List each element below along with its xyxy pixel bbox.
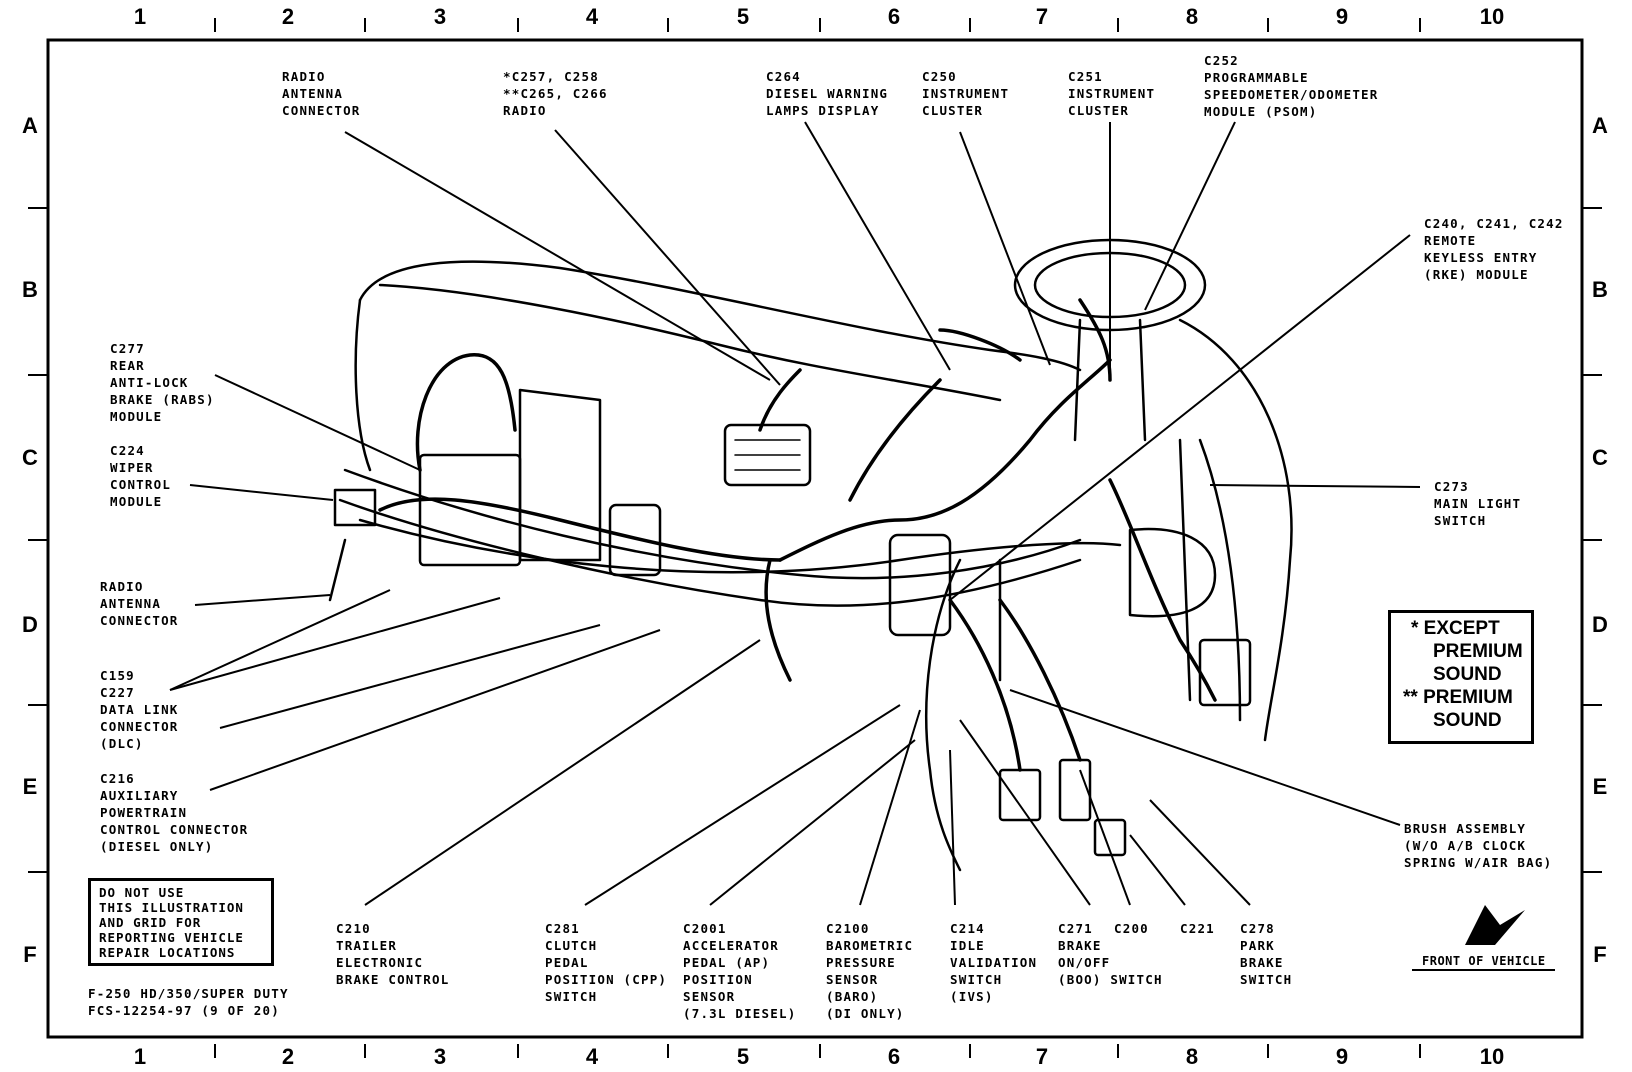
grid-row-e-right: E	[1592, 774, 1608, 799]
grid-col-9-top: 9	[1335, 4, 1349, 29]
grid-col-3-top: 3	[433, 4, 447, 29]
diagram-frame	[46, 38, 1584, 1039]
grid-col-8-top: 8	[1185, 4, 1199, 29]
legend-line-2: PREMIUM	[1433, 641, 1523, 662]
callout-c200: C200	[1114, 921, 1149, 936]
legend-line-1: * EXCEPT	[1411, 618, 1500, 639]
legend-line-3: SOUND	[1433, 664, 1502, 685]
grid-col-5-bottom: 5	[736, 1044, 750, 1069]
legend-line-4: ** PREMIUM	[1403, 687, 1513, 708]
grid-row-d-left: D	[22, 612, 38, 637]
grid-ticks	[28, 18, 1602, 1058]
legend-box: * EXCEPT PREMIUM SOUND ** PREMIUM SOUND	[1388, 610, 1534, 744]
grid-col-4-top: 4	[585, 4, 599, 29]
legend-line-5: SOUND	[1433, 710, 1502, 731]
grid-col-2-top: 2	[281, 4, 295, 29]
grid-col-7-bottom: 7	[1035, 1044, 1049, 1069]
grid-row-f-left: F	[23, 942, 37, 967]
front-of-vehicle-arrow	[1465, 905, 1525, 945]
dashboard-outline	[328, 238, 1293, 872]
grid-col-10-top: 10	[1479, 4, 1505, 29]
grid-col-6-bottom: 6	[887, 1044, 901, 1069]
grid-col-6-top: 6	[887, 4, 901, 29]
grid-col-1-bottom: 1	[133, 1044, 147, 1069]
callout-c221: C221	[1180, 921, 1215, 936]
grid-row-a-left: A	[22, 113, 38, 138]
grid-row-b-left: B	[22, 277, 38, 302]
leader-lines	[169, 121, 1421, 906]
grid-col-7-top: 7	[1035, 4, 1049, 29]
grid-col-10-bottom: 10	[1479, 1044, 1505, 1069]
front-of-vehicle-label: FRONT OF VEHICLE	[1422, 954, 1546, 968]
grid-row-c-right: C	[1592, 445, 1608, 470]
grid-row-d-right: D	[1592, 612, 1608, 637]
grid-row-e-left: E	[22, 774, 38, 799]
grid-col-1-top: 1	[133, 4, 147, 29]
grid-row-c-left: C	[22, 445, 38, 470]
wiring-harness	[378, 298, 1217, 772]
grid-row-b-right: B	[1592, 277, 1608, 302]
grid-col-3-bottom: 3	[433, 1044, 447, 1069]
grid-col-5-top: 5	[736, 4, 750, 29]
grid-col-4-bottom: 4	[585, 1044, 599, 1069]
grid-row-f-right: F	[1593, 942, 1607, 967]
grid-row-a-right: A	[1592, 113, 1608, 138]
grid-col-2-bottom: 2	[281, 1044, 295, 1069]
grid-col-9-bottom: 9	[1335, 1044, 1349, 1069]
grid-col-8-bottom: 8	[1185, 1044, 1199, 1069]
